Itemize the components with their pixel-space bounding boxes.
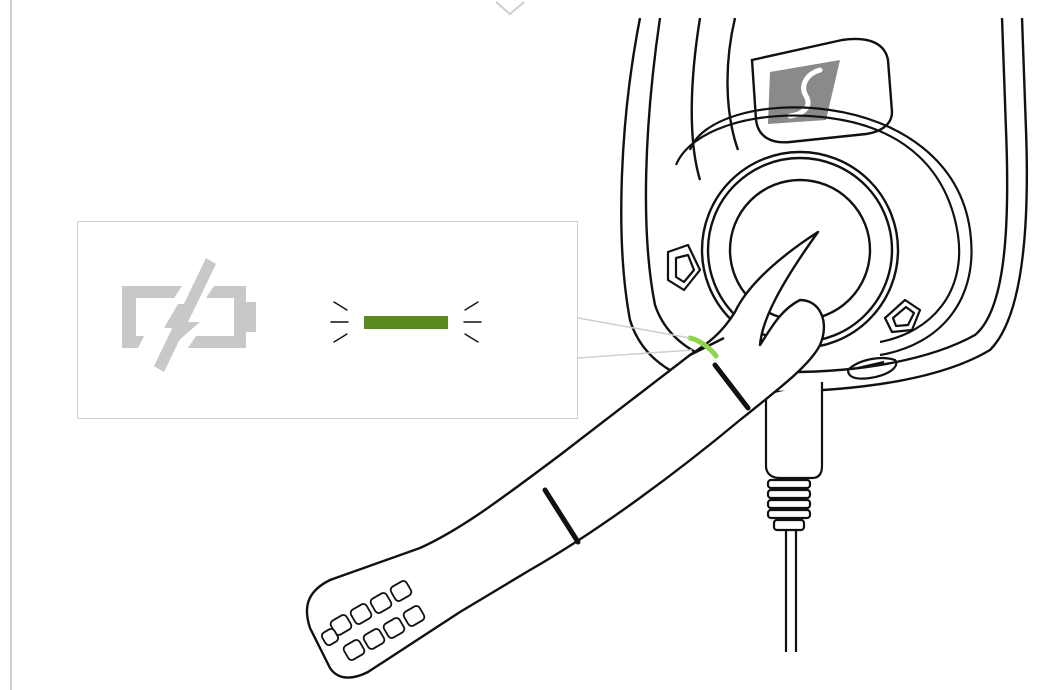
top-chevron [495,1,525,16]
mic-grill [321,580,426,661]
blinking-led [330,301,482,343]
frame-details [666,106,973,380]
blink-ray [333,333,348,343]
callout-leader [577,317,693,359]
boom-rings [542,362,751,545]
cable [764,382,824,652]
blink-ray [333,301,348,311]
blink-ray [464,301,479,311]
led-indicator [687,335,719,359]
callout-graphic [122,258,482,372]
blink-ray [464,333,479,343]
battery-charging-disabled-icon [122,258,256,372]
led-bar [364,316,448,329]
callout-box [77,221,578,419]
left-border [10,0,12,690]
